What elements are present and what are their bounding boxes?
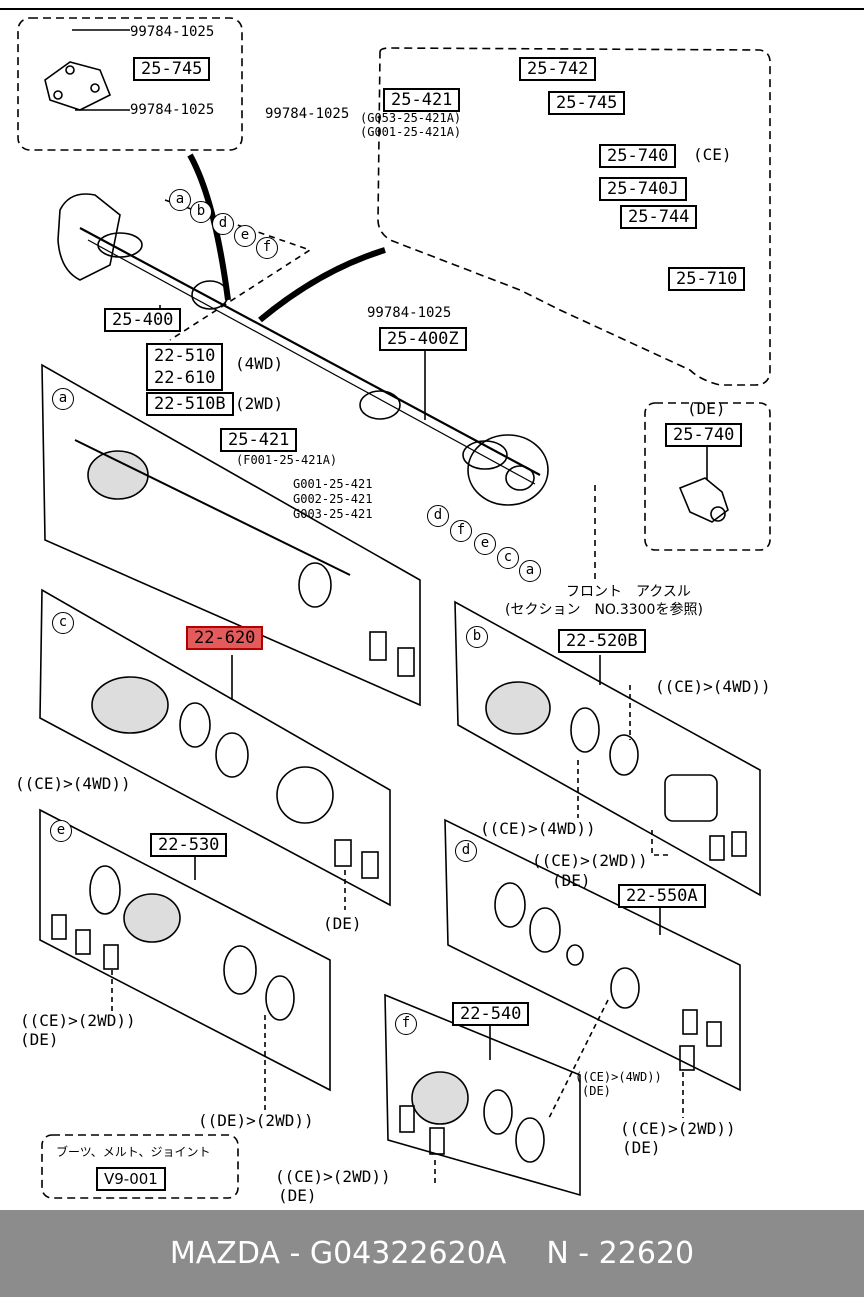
bolt-label: 99784-1025: [130, 102, 215, 118]
part-number-box[interactable]: 22-510 22-610: [146, 343, 224, 391]
variant-note: ((CE)>(2WD)): [20, 1011, 136, 1030]
section-letter: c: [497, 547, 519, 569]
section-letter[interactable]: b: [466, 626, 488, 648]
variant-note: (DE): [278, 1186, 317, 1205]
variant-note: ((DE)>(2WD)): [198, 1111, 314, 1130]
section-letter: f: [450, 520, 472, 542]
bolt-label: 99784-1025: [265, 106, 350, 122]
variant-code: (G053-25-421A): [360, 111, 462, 125]
variant-note: ((CE)>(4WD)): [480, 819, 596, 838]
part-number-box[interactable]: 22-530: [150, 833, 228, 857]
section-letter[interactable]: a: [52, 388, 74, 410]
variant-note: (DE): [323, 914, 362, 933]
part-number-box[interactable]: 25-745: [133, 57, 211, 81]
variant-code: (G001-25-421A): [360, 125, 462, 139]
variant-note: (DE): [622, 1138, 661, 1157]
section-letter[interactable]: c: [52, 612, 74, 634]
parts-diagram: 99784-1025 25-745 99784-1025 99784-1025 …: [0, 8, 864, 1205]
front-axle-note: フロント アクスル: [566, 584, 691, 600]
section-letter: e: [234, 225, 256, 247]
variant-note: ((CE)>(4WD)): [15, 774, 131, 793]
section-letter[interactable]: d: [455, 840, 477, 862]
part-number-box[interactable]: 22-550A: [618, 884, 706, 908]
part-number: 22-610: [154, 368, 216, 388]
variant-note: ((CE)>(2WD)): [275, 1167, 391, 1186]
part-number-box[interactable]: 25-744: [620, 205, 698, 229]
bolt-label: 99784-1025: [130, 24, 215, 40]
front-axle-reference: (セクション NO.3300を参照): [505, 602, 703, 618]
variant-note: ((CE)>(2WD)): [532, 851, 648, 870]
part-number-box[interactable]: 25-742: [519, 57, 597, 81]
legend-title: ブーツ、メルト、ジョイント: [56, 1145, 211, 1159]
variant-note: ((CE)>(4WD)): [655, 677, 771, 696]
section-letter: b: [190, 201, 212, 223]
part-number-box[interactable]: 22-510B: [146, 392, 234, 416]
section-letter: a: [519, 560, 541, 582]
section-letter: e: [474, 533, 496, 555]
variant-code: G001-25-421: [293, 477, 373, 491]
part-number-box[interactable]: 25-400Z: [379, 327, 467, 351]
variant-note: (2WD): [235, 394, 284, 413]
variant-note: (DE): [687, 399, 726, 418]
part-number-box[interactable]: 25-740: [599, 144, 677, 168]
part-caption-bar: MAZDA - G04322620A N - 22620: [0, 1210, 864, 1297]
section-letter[interactable]: e: [50, 820, 72, 842]
part-number-box[interactable]: 22-520B: [558, 629, 646, 653]
variant-note: (CE): [693, 145, 732, 164]
section-letter: f: [256, 237, 278, 259]
part-number-box[interactable]: 25-400: [104, 308, 182, 332]
variant-note: (DE): [582, 1084, 611, 1098]
variant-note: ((CE)>(2WD)): [620, 1119, 736, 1138]
part-number-box[interactable]: 25-710: [668, 267, 746, 291]
variant-code: G002-25-421: [293, 492, 373, 506]
highlighted-part-number[interactable]: 22-620: [186, 626, 264, 650]
legend-code[interactable]: V9-001: [96, 1167, 166, 1191]
part-number-box[interactable]: 25-740J: [599, 177, 687, 201]
variant-code: G003-25-421: [293, 507, 373, 521]
section-letter: a: [169, 189, 191, 211]
variant-note: ((CE)>(4WD)): [575, 1070, 662, 1084]
variant-note: (4WD): [235, 354, 284, 373]
part-number: 22-510: [154, 346, 216, 366]
part-number-box[interactable]: 25-740: [665, 423, 743, 447]
part-number-caption: N - 22620: [546, 1236, 695, 1271]
section-letter: d: [212, 213, 234, 235]
diagram-drawing: [0, 8, 864, 1199]
part-number-box[interactable]: 22-540: [452, 1002, 530, 1026]
part-number-box[interactable]: 25-745: [548, 91, 626, 115]
variant-note: (DE): [552, 871, 591, 890]
variant-code: (F001-25-421A): [236, 453, 338, 467]
part-caption: MAZDA - G04322620A: [169, 1236, 507, 1271]
variant-note: (DE): [20, 1030, 59, 1049]
bolt-label: 99784-1025: [367, 305, 452, 321]
section-letter: d: [427, 505, 449, 527]
part-number-box[interactable]: 25-421: [383, 88, 461, 112]
section-letter[interactable]: f: [395, 1013, 417, 1035]
part-number-box[interactable]: 25-421: [220, 428, 298, 452]
